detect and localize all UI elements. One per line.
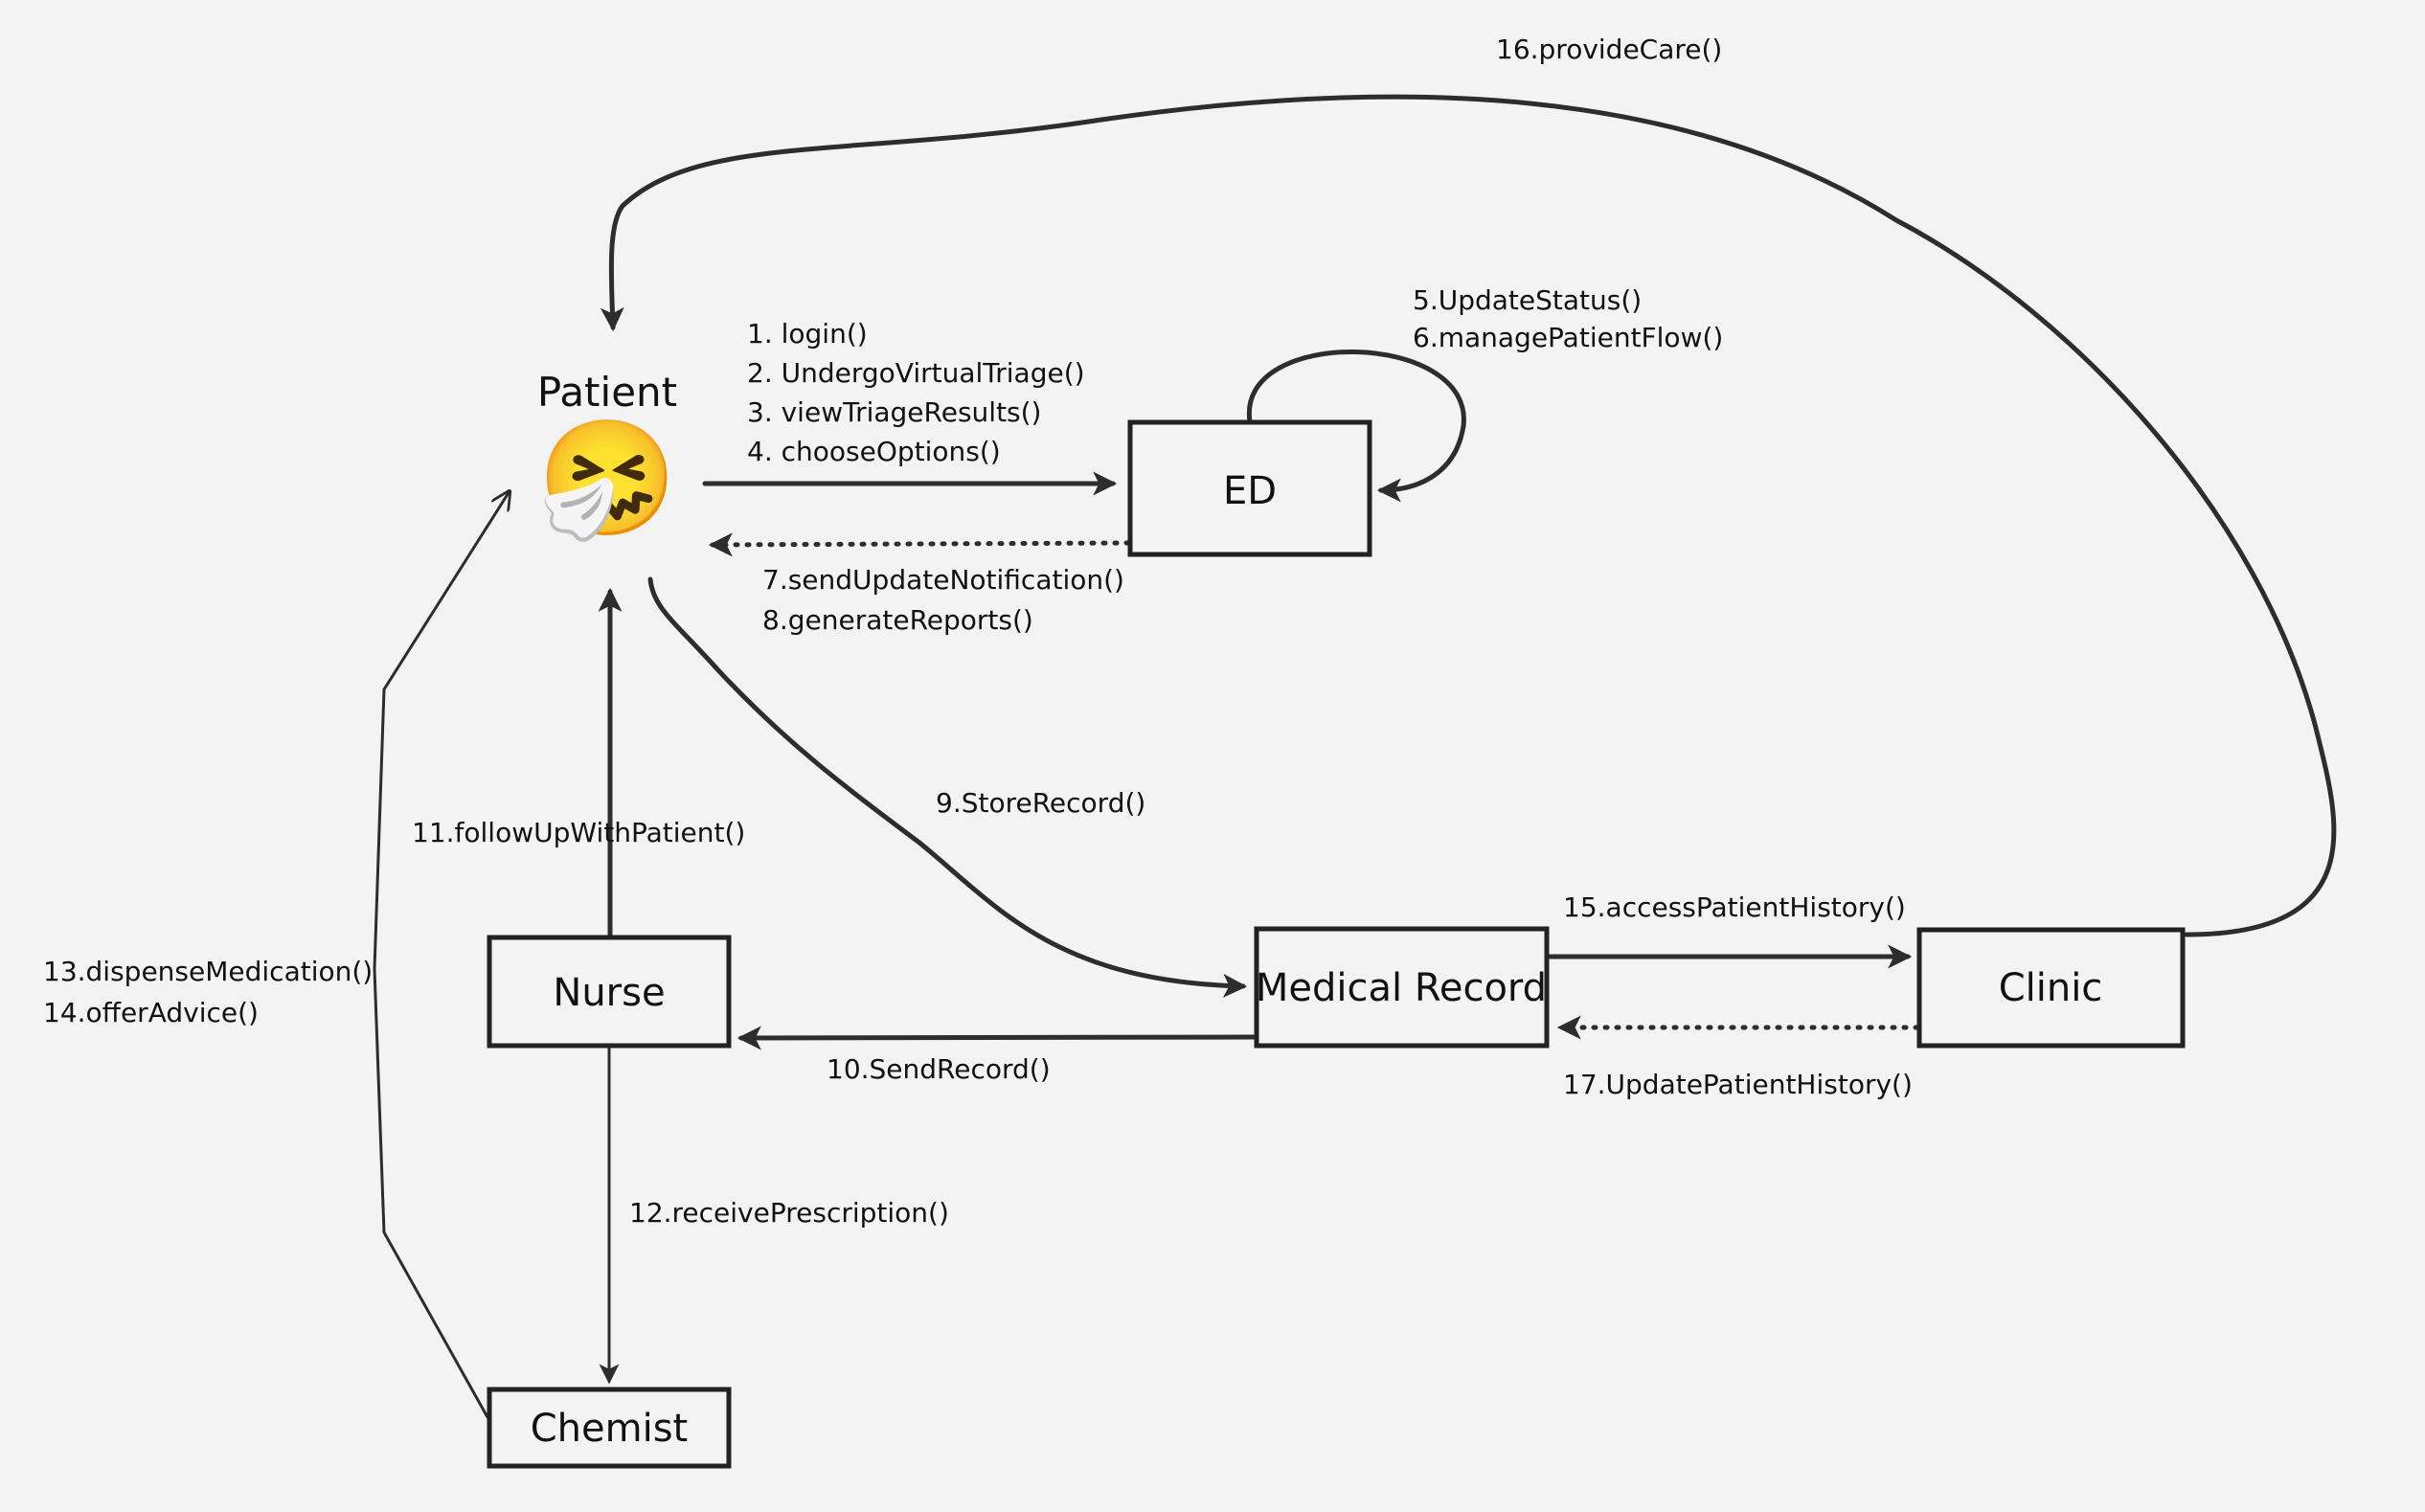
messages-ed-self: 5.UpdateStatus() 6.managePatientFlow() (1413, 284, 1723, 353)
node-medical-record: Medical Record (1254, 926, 1550, 1049)
message-label: 14.offerAdvice() (43, 997, 259, 1028)
node-clinic: Clinic (1916, 927, 2186, 1049)
message-label: 13.dispenseMedication() (43, 956, 373, 987)
message-label-update-patient-history: 17.UpdatePatientHistory() (1563, 1069, 1913, 1100)
edge-ed-to-patient (708, 532, 1131, 557)
message-label-follow-up: 11.followUpWithPatient() (412, 817, 745, 848)
message-label: 5.UpdateStatus() (1413, 284, 1642, 316)
messages-ed-to-patient: 7.sendUpdateNotification() 8.generateRep… (762, 564, 1124, 636)
message-label: 4. chooseOptions() (747, 436, 1001, 467)
message-label-send-record: 10.SendRecord() (827, 1053, 1051, 1085)
node-chemist-label: Chemist (531, 1407, 689, 1451)
node-chemist: Chemist (487, 1387, 732, 1469)
node-medical-record-label: Medical Record (1256, 966, 1547, 1010)
actor-patient-label: Patient (537, 369, 677, 416)
edge-clinic-to-patient (600, 94, 2337, 937)
node-nurse-label: Nurse (553, 971, 665, 1015)
node-nurse: Nurse (487, 935, 732, 1049)
edge-ed-self-loop (1247, 350, 1466, 503)
node-ed: ED (1127, 419, 1372, 557)
node-clinic-label: Clinic (1999, 966, 2103, 1010)
node-ed-label: ED (1223, 469, 1277, 513)
message-label: 8.generateReports() (762, 604, 1033, 636)
edge-patient-to-medical-record (647, 576, 1248, 998)
message-label: 6.managePatientFlow() (1413, 322, 1723, 353)
message-label-provide-care: 16.provideCare() (1496, 34, 1722, 65)
actor-patient: Patient 🤧 (537, 369, 678, 546)
messages-chemist-to-patient: 13.dispenseMedication() 14.offerAdvice() (43, 956, 373, 1028)
edge-chemist-to-patient (373, 491, 510, 1419)
message-label: 7.sendUpdateNotification() (762, 564, 1124, 596)
message-label-receive-prescription: 12.receivePrescription() (629, 1197, 949, 1229)
message-label: 1. login() (747, 318, 868, 350)
message-label: 3. viewTriageResults() (747, 396, 1041, 428)
edge-medical-record-to-nurse (737, 1026, 1258, 1050)
sneezing-face-icon: 🤧 (537, 412, 678, 546)
message-label-access-patient-history: 15.accessPatientHistory() (1563, 891, 1906, 923)
messages-patient-to-ed: 1. login() 2. UndergoVirtualTriage() 3. … (747, 318, 1085, 467)
message-label: 2. UndergoVirtualTriage() (747, 357, 1085, 389)
message-label-store-record: 9.StoreRecord() (936, 787, 1145, 819)
